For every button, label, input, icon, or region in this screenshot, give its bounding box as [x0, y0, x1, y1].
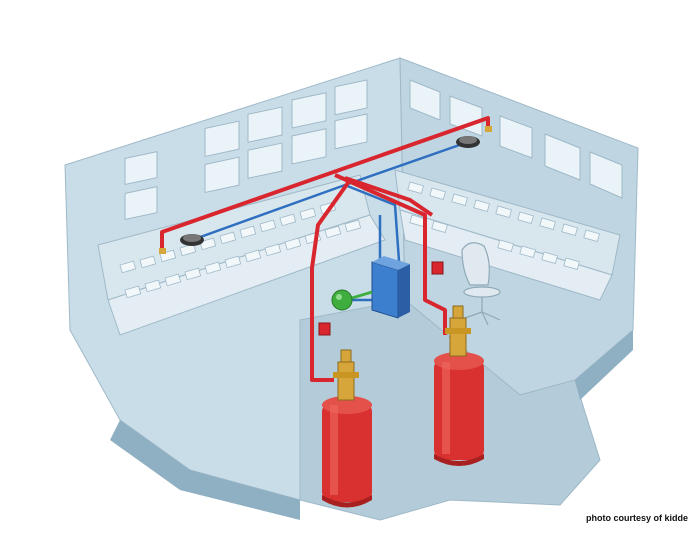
control-panel-icon [371, 256, 410, 319]
photo-credit: photo courtesy of kidde [585, 513, 688, 523]
office-chair-icon [461, 242, 501, 326]
suppression-cylinder-icon-2 [434, 305, 484, 466]
discharge-piping [160, 116, 490, 382]
left-wall-monitors [124, 79, 368, 221]
right-cut-face [575, 330, 633, 400]
smoke-detector-icon [180, 234, 204, 246]
fire-alarm-bell-icon [331, 289, 373, 311]
discharge-nozzles [159, 126, 492, 254]
smoke-detector-icon-2 [456, 136, 480, 148]
right-wall-monitors [409, 79, 623, 199]
suppression-cylinder-icon [322, 349, 372, 508]
front-cut-face [110, 420, 300, 520]
manual-pull-station-icon [318, 261, 444, 336]
right-console [394, 169, 621, 301]
